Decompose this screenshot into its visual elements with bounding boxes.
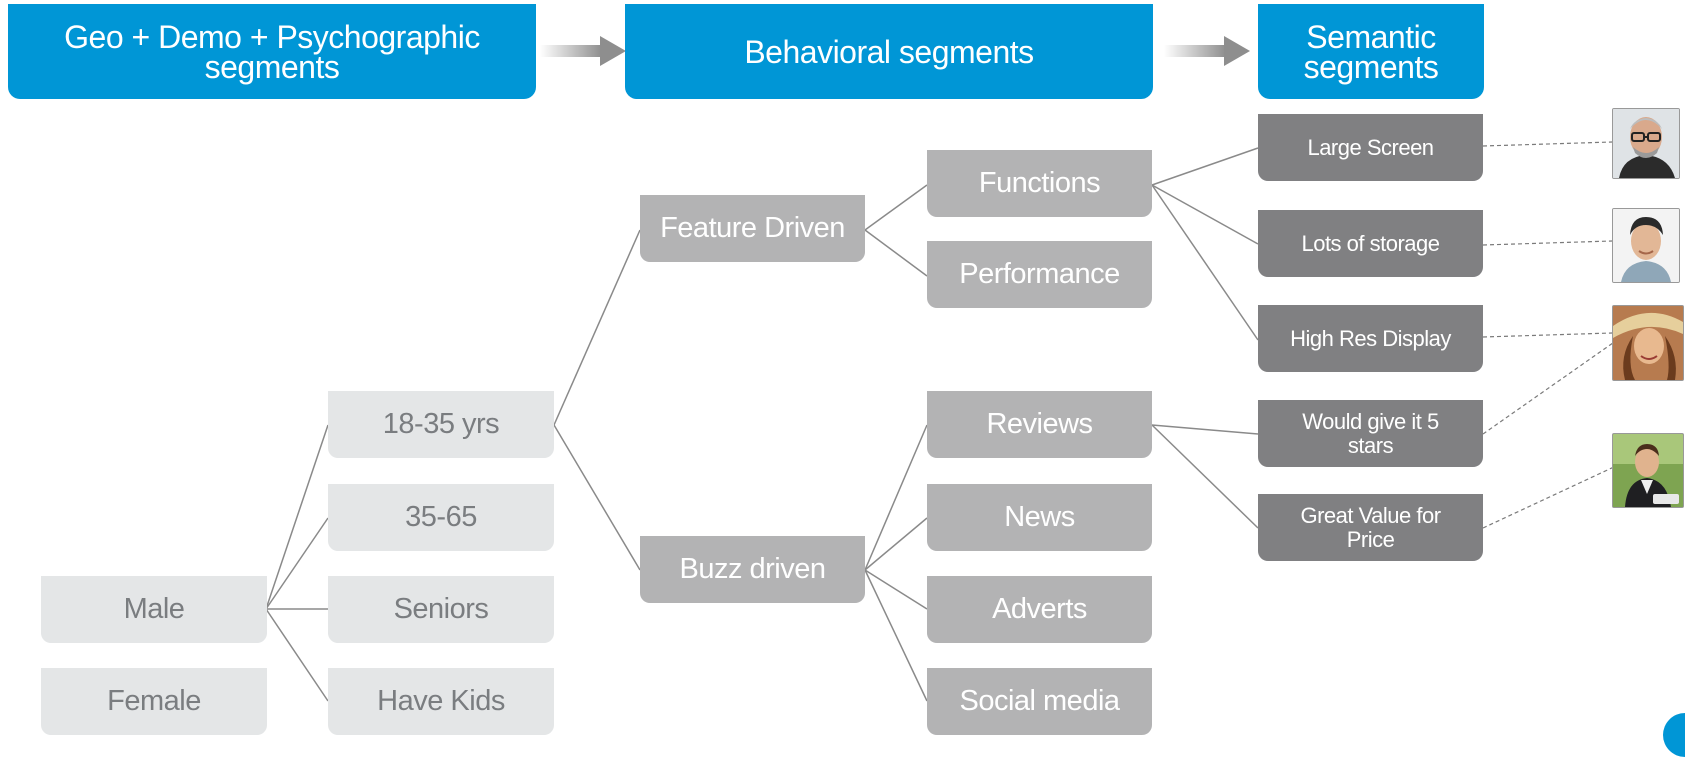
node-buzz-driven: Buzz driven bbox=[640, 536, 865, 603]
node-would-give-5-stars: Would give it 5 stars bbox=[1258, 400, 1483, 467]
header-geo-label: Geo + Demo + Psychographic segments bbox=[64, 18, 480, 85]
node-age-18-35-label: 18-35 yrs bbox=[382, 408, 500, 440]
portrait-young-man-icon bbox=[1612, 208, 1680, 283]
node-female: Female bbox=[41, 668, 267, 735]
node-functions: Functions bbox=[927, 150, 1152, 217]
node-news-label: News bbox=[1004, 501, 1075, 533]
node-adverts-label: Adverts bbox=[992, 593, 1087, 625]
node-large-screen-label: Large Screen bbox=[1307, 134, 1434, 160]
node-seniors-label: Seniors bbox=[393, 593, 489, 625]
header-geo-demo-psychographic: Geo + Demo + Psychographic segments bbox=[8, 4, 536, 99]
node-seniors: Seniors bbox=[328, 576, 554, 643]
node-male-label: Male bbox=[123, 593, 185, 625]
portrait-man-glasses-icon bbox=[1612, 108, 1680, 179]
node-age-35-65: 35-65 bbox=[328, 484, 554, 551]
node-performance: Performance bbox=[927, 241, 1152, 308]
arrow-right-icon bbox=[540, 36, 626, 66]
node-lots-of-storage: Lots of storage bbox=[1258, 210, 1483, 277]
portrait-woman-hat-icon bbox=[1612, 305, 1684, 381]
node-adverts: Adverts bbox=[927, 576, 1152, 643]
node-age-35-65-label: 35-65 bbox=[405, 501, 477, 533]
node-would-give-5-stars-label: Would give it 5 stars bbox=[1302, 408, 1439, 458]
node-feature-driven-label: Feature Driven bbox=[660, 212, 845, 244]
node-have-kids-label: Have Kids bbox=[377, 685, 505, 717]
node-age-18-35: 18-35 yrs bbox=[328, 391, 554, 458]
header-semantic: Semantic segments bbox=[1258, 4, 1484, 99]
node-feature-driven: Feature Driven bbox=[640, 195, 865, 262]
node-lots-of-storage-label: Lots of storage bbox=[1301, 230, 1440, 256]
node-performance-label: Performance bbox=[959, 258, 1120, 290]
node-functions-label: Functions bbox=[978, 167, 1101, 199]
node-buzz-driven-label: Buzz driven bbox=[679, 553, 826, 585]
node-female-label: Female bbox=[107, 685, 201, 717]
node-high-res-display-label: High Res Display bbox=[1290, 325, 1451, 351]
arrow-right-icon bbox=[1164, 36, 1250, 66]
portrait-man-outdoors-icon bbox=[1612, 433, 1684, 508]
node-news: News bbox=[927, 484, 1152, 551]
node-reviews-label: Reviews bbox=[986, 408, 1093, 440]
node-large-screen: Large Screen bbox=[1258, 114, 1483, 181]
header-semantic-label: Semantic segments bbox=[1303, 18, 1439, 85]
node-social-media: Social media bbox=[927, 668, 1152, 735]
node-male: Male bbox=[41, 576, 267, 643]
header-behavioral: Behavioral segments bbox=[625, 4, 1153, 99]
header-behavioral-label: Behavioral segments bbox=[744, 33, 1034, 70]
node-great-value-label: Great Value for Price bbox=[1300, 502, 1441, 552]
node-reviews: Reviews bbox=[927, 391, 1152, 458]
connector-lines bbox=[265, 141, 1621, 702]
node-social-media-label: Social media bbox=[959, 685, 1120, 717]
node-great-value: Great Value for Price bbox=[1258, 494, 1483, 561]
node-have-kids: Have Kids bbox=[328, 668, 554, 735]
node-high-res-display: High Res Display bbox=[1258, 305, 1483, 372]
